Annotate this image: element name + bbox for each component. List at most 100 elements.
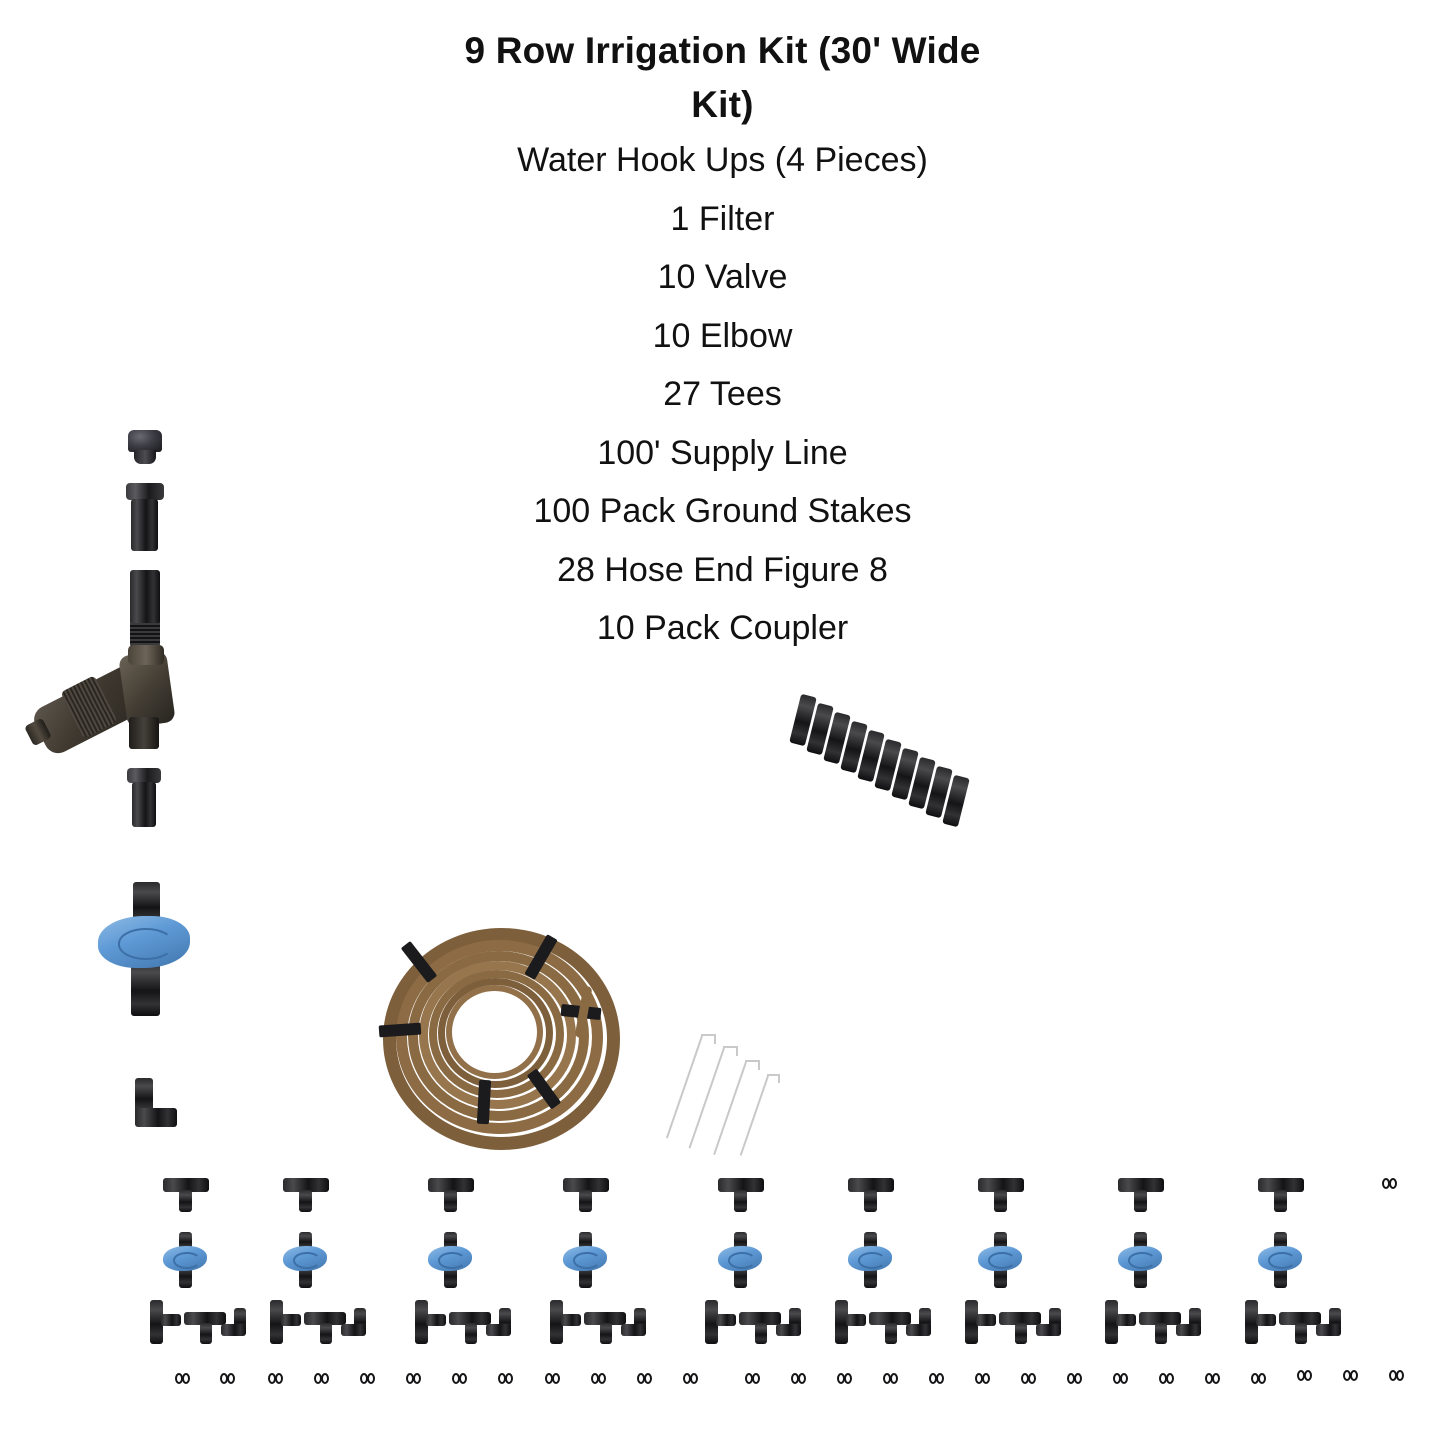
contents-item-4: 27 Tees (663, 375, 782, 414)
hose-end-figure-8 (1251, 1373, 1268, 1384)
tee-fitting (584, 1312, 626, 1325)
ground-stake (665, 1034, 737, 1144)
side-tee-fitting-stub (561, 1314, 581, 1326)
tee-fitting (1258, 1178, 1304, 1192)
elbow-fitting-leg (486, 1324, 511, 1336)
hose-end-figure-8 (837, 1373, 854, 1384)
tee-fitting-stem (1134, 1190, 1147, 1212)
contents-item-7: 28 Hose End Figure 8 (557, 550, 888, 589)
tee-fitting (869, 1312, 911, 1325)
side-tee-fitting (965, 1300, 978, 1344)
hose-end-figure-8 (883, 1373, 900, 1384)
tee-fitting (1279, 1312, 1321, 1325)
valve-handle (98, 916, 190, 968)
contents-item-1: 1 Filter (670, 199, 775, 238)
side-tee-fitting-stub (1256, 1314, 1276, 1326)
side-tee-fitting-stub (161, 1314, 181, 1326)
valve-assembly-upper-barb (1274, 1232, 1287, 1250)
tee-fitting (304, 1312, 346, 1325)
page-title-line-1: 9 Row Irrigation Kit (30' Wide (464, 30, 981, 71)
page-title-line-2: Kit) (691, 83, 754, 125)
page-title: 9 Row Irrigation Kit (30' Wide Kit) (413, 24, 1033, 131)
tee-fitting-stem (579, 1190, 592, 1212)
tee-fitting (428, 1178, 474, 1192)
tee-fitting (848, 1178, 894, 1192)
kit-text-block: 9 Row Irrigation Kit (30' Wide Kit) Wate… (0, 24, 1445, 658)
valve-assembly-handle (163, 1246, 207, 1271)
valve-assembly-upper-barb (1134, 1232, 1147, 1250)
side-tee-fitting-stub (1116, 1314, 1136, 1326)
ground-stake (739, 1074, 803, 1160)
tee-fitting-stem (864, 1190, 877, 1212)
valve-assembly-handle (1118, 1246, 1162, 1271)
hose-end-figure-8 (406, 1373, 423, 1384)
elbow-image (133, 1078, 195, 1136)
side-tee-fitting (270, 1300, 283, 1344)
hose-end-figure-8 (1021, 1373, 1038, 1384)
hose-end-figure-8 (1389, 1370, 1406, 1381)
elbow-fitting-leg (221, 1324, 246, 1336)
elbow-fitting-leg (341, 1324, 366, 1336)
contents-item-8: 10 Pack Coupler (596, 609, 849, 648)
tee-fitting (563, 1178, 609, 1192)
tee-fitting-stem (1274, 1190, 1287, 1212)
valve-assembly-handle (563, 1246, 607, 1271)
valve-assembly-upper-barb (299, 1232, 312, 1250)
valve-image (96, 882, 211, 1022)
tee-fitting-stem (444, 1190, 457, 1212)
filter-image (24, 645, 218, 765)
valve-assembly-upper-barb (734, 1232, 747, 1250)
valve-assembly-handle (283, 1246, 327, 1271)
hose-end-figure-8 (591, 1373, 608, 1384)
side-tee-fitting (415, 1300, 428, 1344)
tee-fitting-stem (179, 1190, 192, 1212)
tee-fitting (184, 1312, 226, 1325)
hose-end-figure-8 (1297, 1370, 1314, 1381)
tee-fitting-stem (734, 1190, 747, 1212)
hose-end-figure-8 (545, 1373, 562, 1384)
side-tee-fitting (550, 1300, 563, 1344)
hose-end-figure-8 (1205, 1373, 1222, 1384)
hose-end-figure-8 (268, 1373, 285, 1384)
tee-fitting-stem (1155, 1323, 1167, 1344)
tee-fitting-stem (600, 1323, 612, 1344)
valve-assembly-handle (848, 1246, 892, 1271)
valve-assembly-upper-barb (864, 1232, 877, 1250)
hose-end-figure-8 (683, 1373, 700, 1384)
side-tee-fitting (705, 1300, 718, 1344)
contents-item-0: Water Hook Ups (4 Pieces) (517, 141, 928, 180)
elbow-fitting-leg (776, 1324, 801, 1336)
side-tee-fitting-stub (281, 1314, 301, 1326)
valve-assembly-upper-barb (994, 1232, 1007, 1250)
hose-end-figure-8 (1343, 1370, 1360, 1381)
hose-end-figure-8 (1067, 1373, 1084, 1384)
tee-fitting (283, 1178, 329, 1192)
tee-fitting-stem (994, 1190, 1007, 1212)
hose-end-figure-8 (791, 1373, 808, 1384)
hose-end-figure-8 (975, 1373, 992, 1384)
valve-assembly-upper-barb (444, 1232, 457, 1250)
tee-fitting (718, 1178, 764, 1192)
tee-fitting-stem (320, 1323, 332, 1344)
water-hookups-image (110, 430, 240, 830)
tee-fitting-stem (1295, 1323, 1307, 1344)
tee-fitting-stem (755, 1323, 767, 1344)
tee-fitting (163, 1178, 209, 1192)
tee-fitting (739, 1312, 781, 1325)
valve-assembly-upper-barb (579, 1232, 592, 1250)
side-tee-fitting-stub (426, 1314, 446, 1326)
contents-item-3: 10 Elbow (652, 316, 793, 355)
tee-fitting (449, 1312, 491, 1325)
elbow-fitting-leg (906, 1324, 931, 1336)
side-tee-fitting (835, 1300, 848, 1344)
valve-assembly-handle (978, 1246, 1022, 1271)
filter-outlet (129, 717, 159, 749)
filter-inlet (128, 645, 164, 665)
elbow-fitting-leg (1316, 1324, 1341, 1336)
valve-assembly-upper-barb (179, 1232, 192, 1250)
elbow-fitting-leg (621, 1324, 646, 1336)
hose-end-figure-8 (1159, 1373, 1176, 1384)
valve-assembly-handle (428, 1246, 472, 1271)
